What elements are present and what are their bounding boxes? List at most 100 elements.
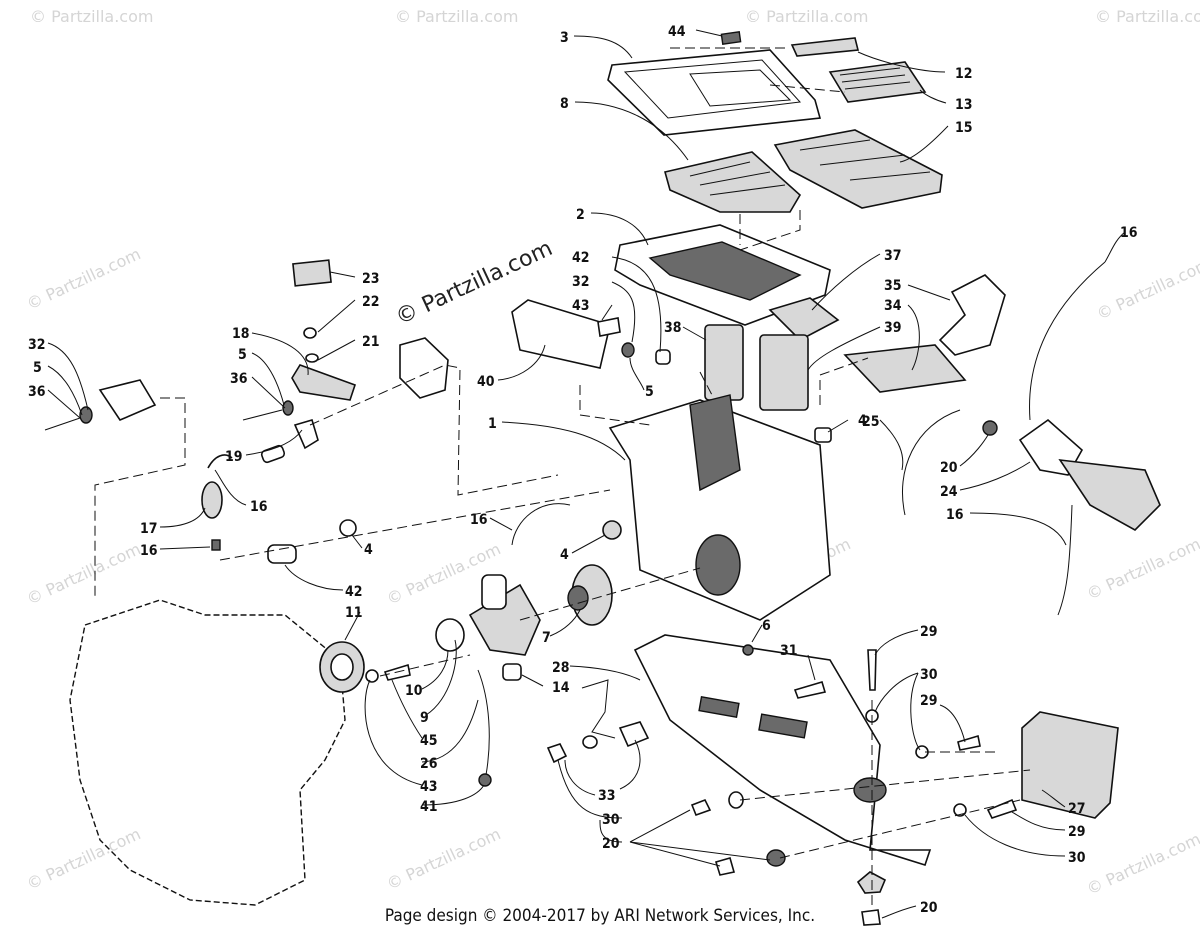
callout-31: 31 [780, 643, 798, 659]
callout-35: 35 [884, 278, 902, 294]
callout-10: 10 [405, 683, 423, 699]
callout-33: 33 [598, 788, 616, 804]
callout-36b: 36 [28, 384, 46, 400]
watermark-text: © Partzilla.com [395, 7, 518, 26]
tube-part-16a [1029, 261, 1106, 421]
adapter-part-7 [567, 564, 613, 626]
footer-copyright: Page design © 2004-2017 by ARI Network S… [384, 906, 816, 926]
callout-20: 20 [940, 460, 958, 476]
callout-23: 23 [362, 271, 380, 287]
callout-32: 32 [572, 274, 590, 290]
watermark-text: © Partzilla.com [745, 7, 868, 26]
watermark-text: © Partzilla.com [24, 824, 144, 893]
callout-20b: 20 [602, 836, 620, 852]
callout-43b: 43 [420, 779, 438, 795]
foam-part-37 [768, 297, 840, 341]
callout-38: 38 [664, 320, 682, 336]
leader-lines [47, 29, 1126, 919]
callout-16c: 16 [140, 543, 158, 559]
callout-4c: 4 [560, 547, 569, 563]
tube-part-25 [901, 409, 961, 516]
bracket-left [98, 379, 157, 421]
callout-13: 13 [955, 97, 973, 113]
label-part-23 [292, 259, 332, 287]
callout-labels: 3 44 12 13 8 15 2 37 16 35 34 39 42 32 4… [28, 24, 1138, 916]
line-part-26 [477, 669, 490, 776]
watermark-text: © Partzilla.com [1094, 254, 1200, 323]
filter-part-39 [759, 334, 809, 411]
silencer-part-28 [633, 634, 932, 866]
watermark-text: © Partzilla.com [384, 824, 504, 893]
callout-14: 14 [552, 680, 570, 696]
carburetor-part-9 [468, 574, 541, 656]
pad-part-27 [1021, 711, 1119, 819]
filter-part-17 [201, 481, 223, 519]
callout-4: 4 [858, 413, 867, 429]
callout-16d: 16 [470, 512, 488, 528]
callout-11: 11 [345, 605, 363, 621]
grommet-part-4b [339, 519, 357, 537]
callout-44: 44 [668, 24, 686, 40]
watermark-text: © Partzilla.com [1084, 534, 1200, 603]
filter-part-38 [704, 324, 744, 401]
callout-4b: 4 [364, 542, 373, 558]
callout-25: 25 [862, 414, 880, 430]
callout-42b: 42 [345, 584, 363, 600]
callout-16b: 16 [250, 499, 268, 515]
bracket-part-18 [291, 364, 357, 401]
callout-5b: 5 [238, 347, 247, 363]
callout-43: 43 [572, 298, 590, 314]
callout-8: 8 [560, 96, 569, 112]
callout-1: 1 [488, 416, 497, 432]
clip-part-44 [720, 31, 742, 45]
tube-part-16e [1057, 504, 1073, 616]
callout-24: 24 [940, 484, 958, 500]
valve-part-24 [1018, 418, 1161, 531]
watermark-text: © Partzilla.com [30, 7, 153, 26]
callout-29b: 29 [920, 693, 938, 709]
callout-36: 36 [230, 371, 248, 387]
tube-part-16d [511, 503, 571, 546]
callout-29c: 29 [1068, 824, 1086, 840]
callout-9: 9 [420, 710, 429, 726]
callout-22: 22 [362, 294, 380, 310]
callout-12: 12 [955, 66, 973, 82]
watermark-text: © Partzilla.com [24, 244, 144, 313]
callout-32b: 32 [28, 337, 46, 353]
engine-outline [69, 599, 346, 906]
callout-7: 7 [542, 630, 551, 646]
callout-19: 19 [225, 449, 243, 465]
callout-30b: 30 [602, 812, 620, 828]
plate-part-15 [773, 129, 943, 209]
clamp-part-10 [435, 618, 465, 652]
callout-42: 42 [572, 250, 590, 266]
watermark-text: © Partzilla.com [1095, 7, 1200, 26]
callout-17: 17 [140, 521, 158, 537]
filter-part-8 [664, 151, 802, 213]
callout-41: 41 [420, 799, 438, 815]
callout-30c: 30 [1068, 850, 1086, 866]
tube-part-16b [207, 454, 233, 469]
callout-39: 39 [884, 320, 902, 336]
grommet-part-4c [602, 520, 622, 540]
rod-part-33 [581, 679, 650, 748]
spacer-part-42 [267, 544, 297, 564]
callout-27: 27 [1068, 801, 1086, 817]
watermark-text: © Partzilla.com [1084, 829, 1200, 898]
assembly-lines [94, 47, 1031, 905]
callout-2: 2 [576, 207, 585, 223]
callout-15: 15 [955, 120, 973, 136]
callout-6: 6 [762, 618, 771, 634]
bracket-part-12 [790, 37, 860, 57]
watermark-text: © Partzilla.com [24, 539, 144, 608]
callout-26: 26 [420, 756, 438, 772]
callout-28: 28 [552, 660, 570, 676]
callout-5c: 5 [33, 360, 42, 376]
callout-45: 45 [420, 733, 438, 749]
plate-part-13 [828, 61, 927, 103]
block-part-dash [399, 337, 449, 399]
callout-3: 3 [560, 30, 569, 46]
airbox-part-1 [608, 394, 831, 621]
callout-18: 18 [232, 326, 250, 342]
